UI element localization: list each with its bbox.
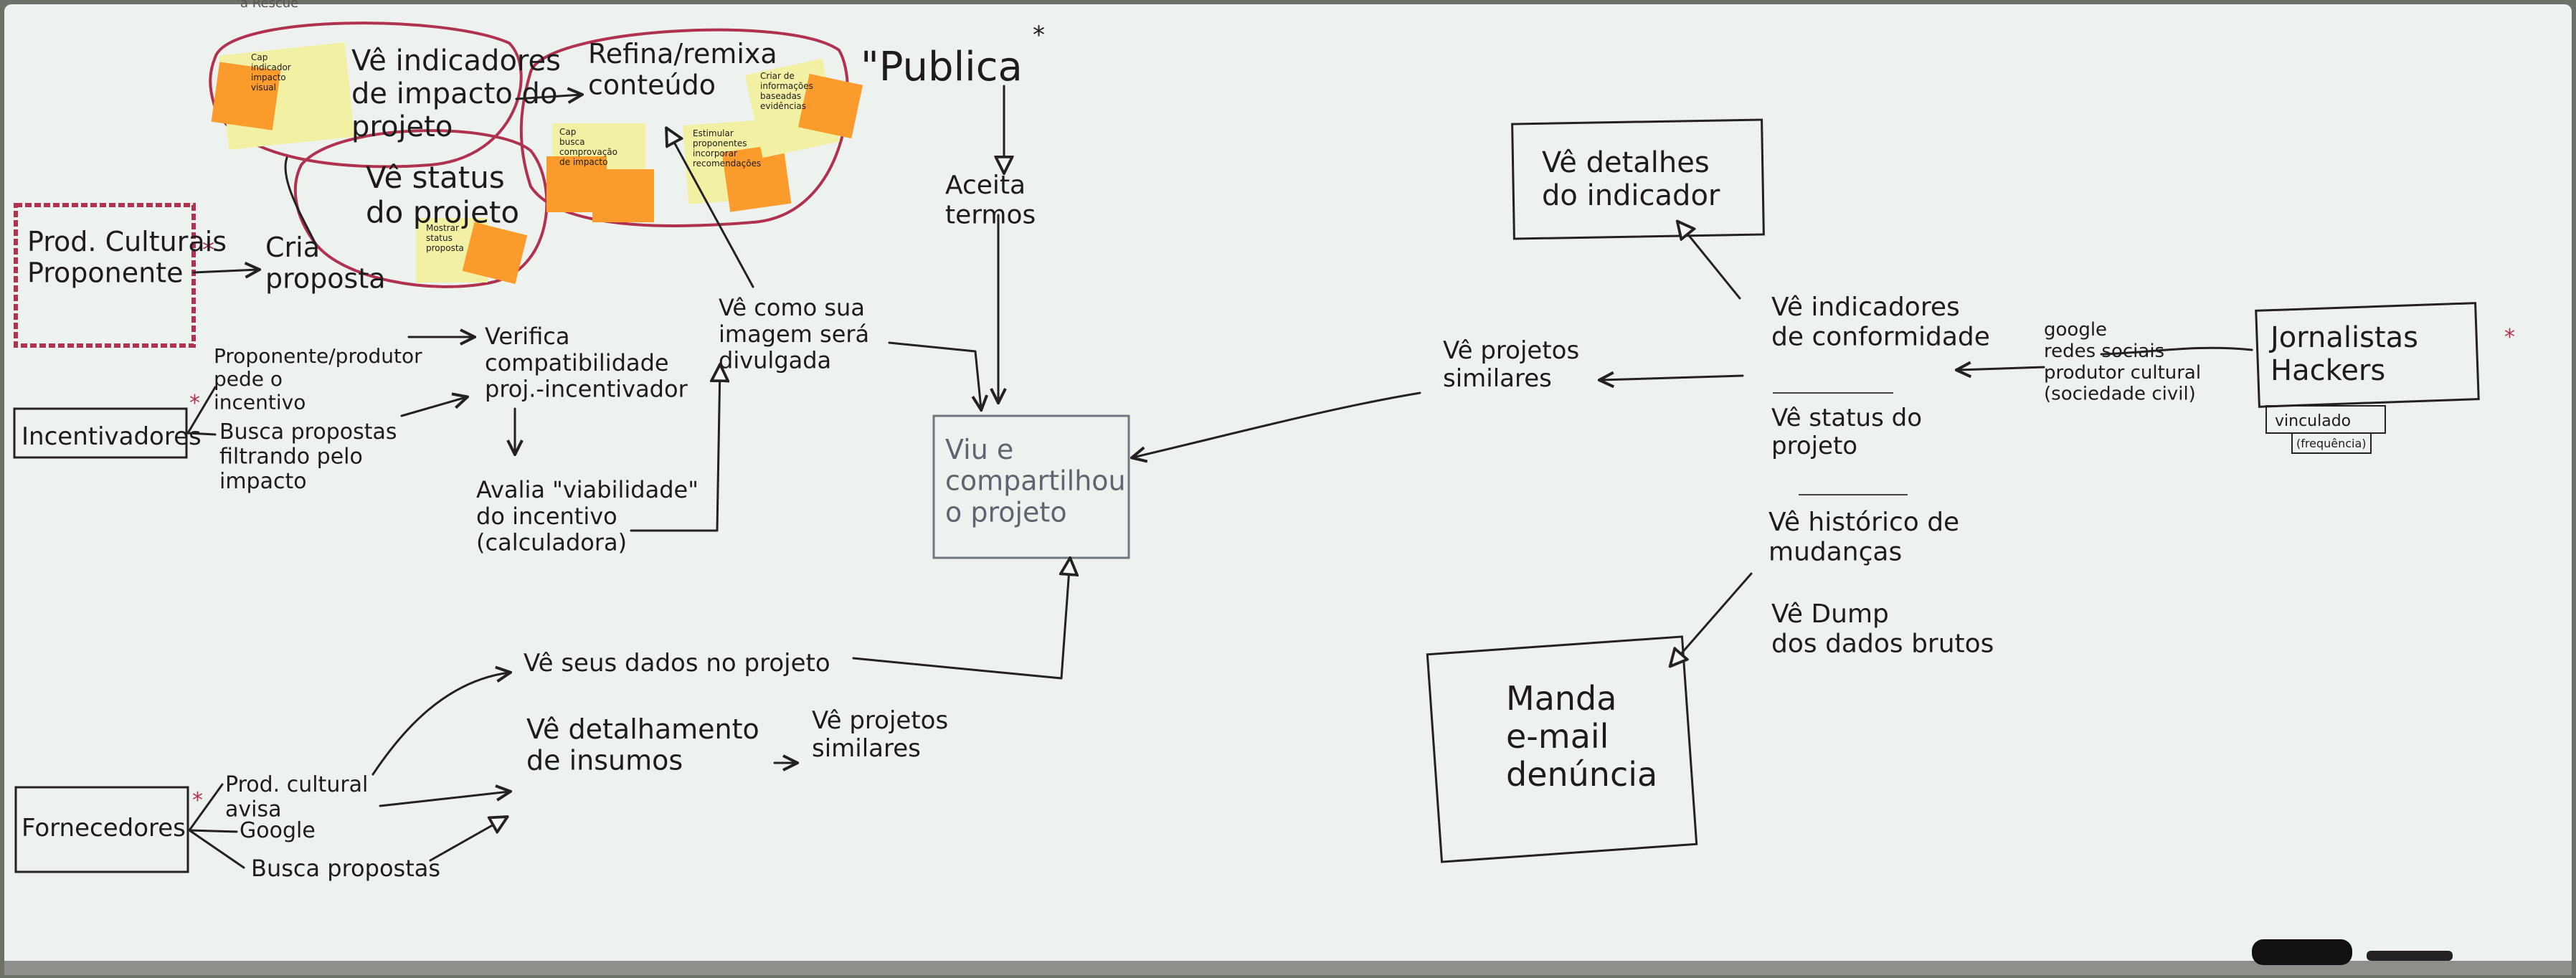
board-surface <box>4 4 2572 969</box>
publica-title: "Publica <box>861 44 1023 90</box>
branch-busca-propostas: Busca propostas <box>251 855 440 882</box>
svg-text:*: * <box>202 236 214 265</box>
incentivador-arrows <box>186 337 720 532</box>
svg-text:*: * <box>1033 21 1045 49</box>
center-box <box>932 414 1130 559</box>
jornalista-arrows <box>1133 222 2253 665</box>
eraser <box>2252 939 2352 965</box>
vinculado-label: vinculado <box>2275 412 2351 430</box>
proponente-arrows <box>192 85 1004 409</box>
manda-email-box <box>1426 635 1698 863</box>
actor-fornecedores: Fornecedores <box>22 814 186 842</box>
fornecedor-arrows <box>188 559 1070 869</box>
red-outline-refina <box>519 28 850 227</box>
top-header: 'a Rescue <box>237 0 298 11</box>
svg-text:*: * <box>2504 325 2515 350</box>
svg-text:*: * <box>192 788 203 813</box>
svg-text:*: * <box>189 391 200 416</box>
jornalistas-box <box>2255 302 2480 408</box>
incentivadores-box <box>13 407 188 459</box>
ve-seus-dados: Vê seus dados no projeto <box>524 649 830 678</box>
proponente-box <box>14 203 196 348</box>
fornecedores-box <box>14 786 189 873</box>
branch-google: Google <box>240 818 316 843</box>
frequencia-label: (frequência) <box>2296 437 2367 450</box>
marker <box>2367 951 2453 961</box>
detalhes-indicador-box <box>1511 118 1765 240</box>
actor-incentivadores: Incentivadores <box>22 422 202 451</box>
avalia-viabilidade: Avalia "viabilidade"do incentivo(calcula… <box>476 476 699 556</box>
sticky-notes <box>211 42 863 285</box>
frequencia-tag <box>2291 432 2372 454</box>
